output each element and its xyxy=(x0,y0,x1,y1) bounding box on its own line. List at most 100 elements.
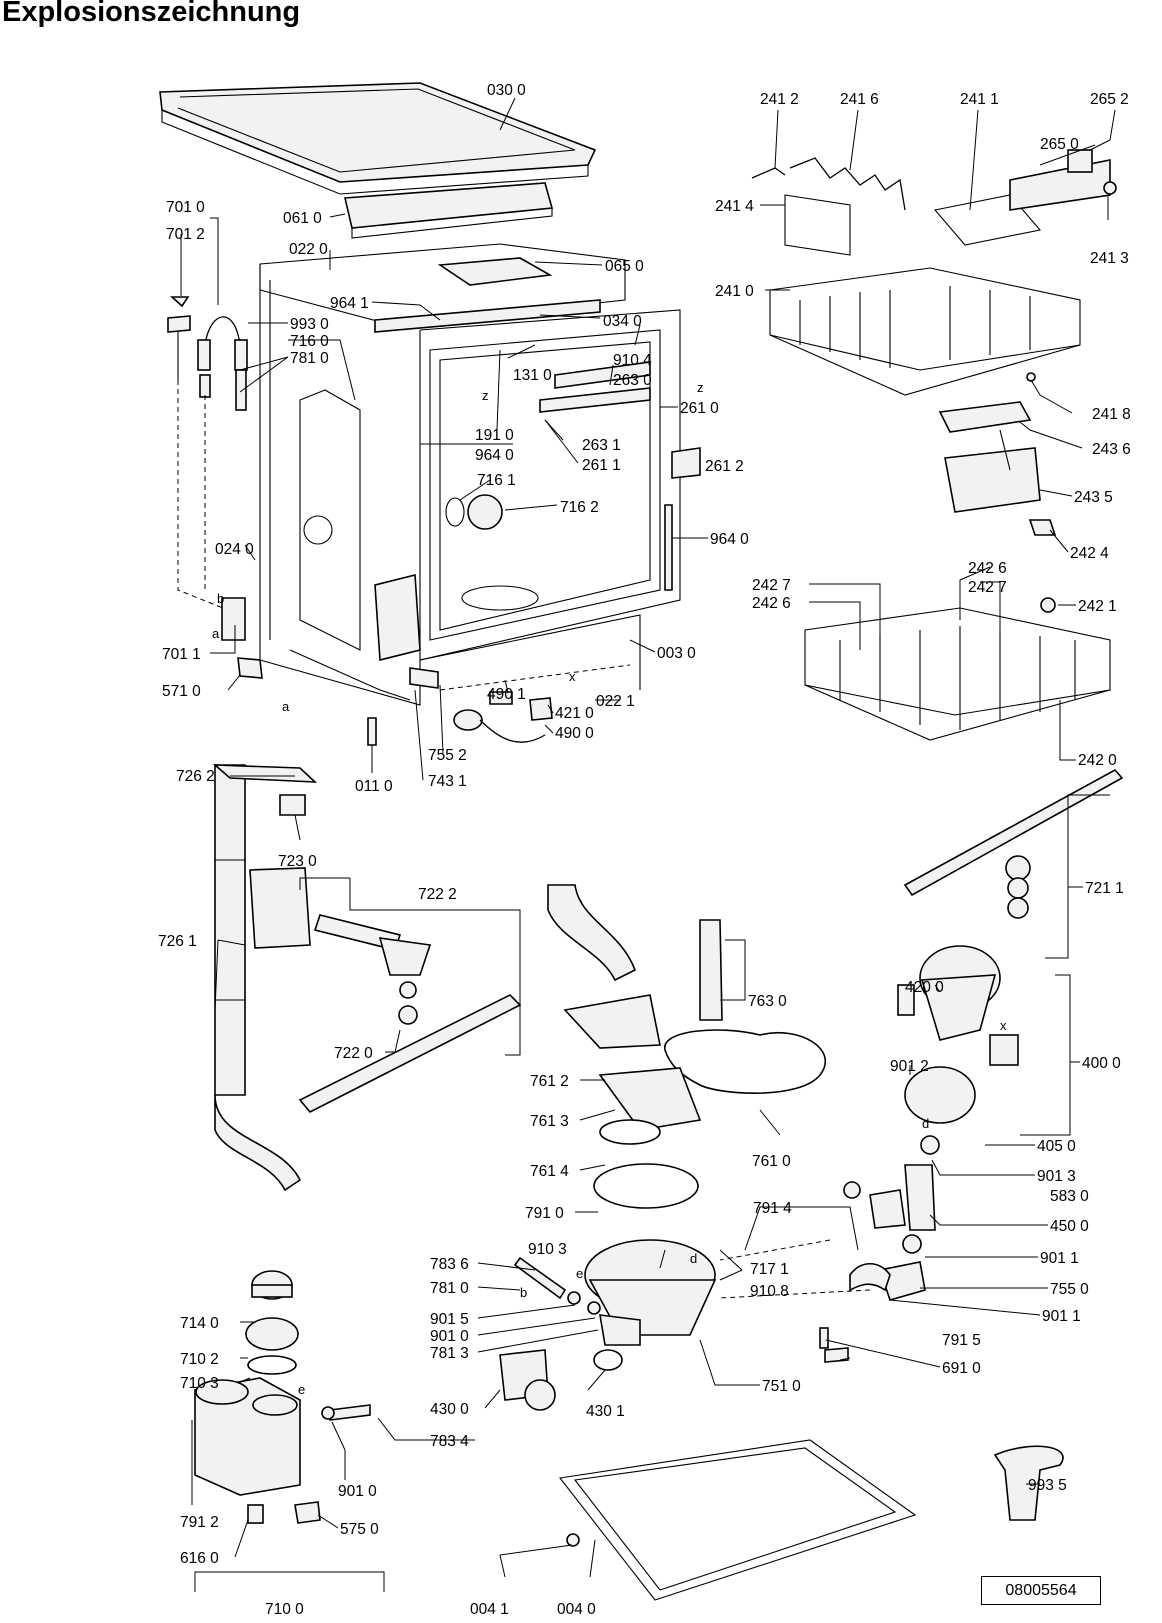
callout-label: 405 0 xyxy=(1037,1138,1076,1155)
callout-label: 910 3 xyxy=(528,1241,567,1258)
callout-label: 011 0 xyxy=(355,778,393,795)
callout-label: 065 0 xyxy=(605,258,644,275)
page-title: Explosionszeichnung xyxy=(2,0,301,28)
marker-letter: z xyxy=(482,388,489,403)
callout-label: 400 0 xyxy=(1082,1055,1121,1072)
callout-label: 710 2 xyxy=(180,1351,219,1368)
marker-letter: d xyxy=(690,1251,697,1266)
callout-label: 243 6 xyxy=(1092,441,1131,458)
insulation-strip-part xyxy=(344,182,554,239)
callout-label: 964 0 xyxy=(475,447,514,464)
callout-label: 721 1 xyxy=(1085,880,1124,897)
callout-label: 241 2 xyxy=(760,91,799,108)
callout-label: 034 0 xyxy=(603,313,642,330)
callout-label: 716 1 xyxy=(477,472,516,489)
callout-label: 701 0 xyxy=(166,199,205,216)
callout-label: 716 0 xyxy=(290,333,329,350)
callout-label: 261 1 xyxy=(582,457,621,474)
callout-label: 241 0 xyxy=(715,283,754,300)
callout-label: 430 0 xyxy=(430,1401,469,1418)
callout-label: 761 3 xyxy=(530,1113,569,1130)
callout-label: 781 0 xyxy=(290,350,329,367)
tub-frame-part xyxy=(259,243,701,706)
callout-label: 901 2 xyxy=(890,1058,929,1075)
callout-label: 575 0 xyxy=(340,1521,379,1538)
callout-label: 716 2 xyxy=(560,499,599,516)
callout-label: 263 1 xyxy=(582,437,621,454)
callout-label: 024 0 xyxy=(215,541,254,558)
water-inlet-parts xyxy=(167,296,553,746)
callout-label: 421 0 xyxy=(555,705,594,722)
callout-label: 583 0 xyxy=(1050,1188,1089,1205)
callout-label: 781 0 xyxy=(430,1280,469,1297)
callout-labels: 030 0 061 0 022 0 065 0 701 0 701 2 993 … xyxy=(158,82,1131,1618)
callout-label: 783 4 xyxy=(430,1433,469,1450)
callout-label: 743 1 xyxy=(428,773,467,790)
callout-label: 791 0 xyxy=(525,1205,564,1222)
callout-label: 430 1 xyxy=(586,1403,625,1420)
callout-label: 710 0 xyxy=(265,1601,304,1618)
callout-label: 691 0 xyxy=(942,1360,981,1377)
marker-letter: e xyxy=(298,1382,305,1397)
callout-label: 241 8 xyxy=(1092,406,1131,423)
marker-letter: x xyxy=(569,669,576,684)
marker-letter: b xyxy=(217,591,224,606)
marker-letter: x xyxy=(1000,1018,1007,1033)
callout-label: 781 3 xyxy=(430,1345,469,1362)
callout-label: 191 0 xyxy=(475,427,514,444)
callout-label: 261 2 xyxy=(705,458,744,475)
callout-label: 910 4 xyxy=(613,352,652,369)
callout-label: 242 6 xyxy=(752,595,791,612)
callout-label: 022 1 xyxy=(596,693,635,710)
callout-label: 901 1 xyxy=(1040,1250,1079,1267)
document-number: 08005564 xyxy=(981,1576,1101,1605)
callout-label: 993 0 xyxy=(290,316,329,333)
callout-label: 261 0 xyxy=(680,400,719,417)
callout-label: 761 2 xyxy=(530,1073,569,1090)
callout-label: 490 1 xyxy=(487,686,526,703)
callout-label: 901 3 xyxy=(1037,1168,1076,1185)
upper-basket-parts xyxy=(751,149,1117,741)
callout-label: 242 7 xyxy=(752,577,791,594)
callout-label: 723 0 xyxy=(278,853,317,870)
callout-label: 751 0 xyxy=(762,1378,801,1395)
callout-label: 061 0 xyxy=(283,210,322,227)
marker-letter: e xyxy=(576,1266,583,1281)
callout-label: 243 5 xyxy=(1074,489,1113,506)
callout-label: 003 0 xyxy=(657,645,696,662)
callout-label: 242 7 xyxy=(968,579,1007,596)
callout-label: 131 0 xyxy=(513,367,552,384)
callout-label: 004 1 xyxy=(470,1601,509,1618)
callout-label: 714 0 xyxy=(180,1315,219,1332)
callout-label: 993 5 xyxy=(1028,1477,1067,1494)
callout-label: 755 0 xyxy=(1050,1281,1089,1298)
callout-label: 791 2 xyxy=(180,1514,219,1531)
callout-label: 726 1 xyxy=(158,933,197,950)
callout-label: 241 1 xyxy=(960,91,999,108)
callout-label: 004 0 xyxy=(557,1601,596,1618)
softener-parts xyxy=(194,1270,1064,1601)
callout-label: 791 5 xyxy=(942,1332,981,1349)
marker-letter: d xyxy=(922,1116,929,1131)
callout-label: 761 4 xyxy=(530,1163,569,1180)
callout-label: 616 0 xyxy=(180,1550,219,1567)
callout-label: 265 0 xyxy=(1040,136,1079,153)
callout-label: 701 1 xyxy=(162,646,201,663)
callout-label: 901 0 xyxy=(338,1483,377,1500)
callout-label: 722 2 xyxy=(418,886,457,903)
callout-label: 763 0 xyxy=(748,993,787,1010)
callout-label: 761 0 xyxy=(752,1153,791,1170)
callout-label: 701 2 xyxy=(166,226,205,243)
marker-letter: a xyxy=(212,626,220,641)
callout-label: 242 6 xyxy=(968,560,1007,577)
callout-label: 901 0 xyxy=(430,1328,469,1345)
callout-label: 241 6 xyxy=(840,91,879,108)
callout-label: 783 6 xyxy=(430,1256,469,1273)
callout-label: 022 0 xyxy=(289,241,328,258)
callout-label: 242 0 xyxy=(1078,752,1117,769)
worktop-part xyxy=(159,82,597,195)
callout-label: 791 4 xyxy=(753,1200,792,1217)
callout-label: 420 0 xyxy=(905,979,944,996)
callout-label: 717 1 xyxy=(750,1261,789,1278)
marker-letter: a xyxy=(282,699,290,714)
